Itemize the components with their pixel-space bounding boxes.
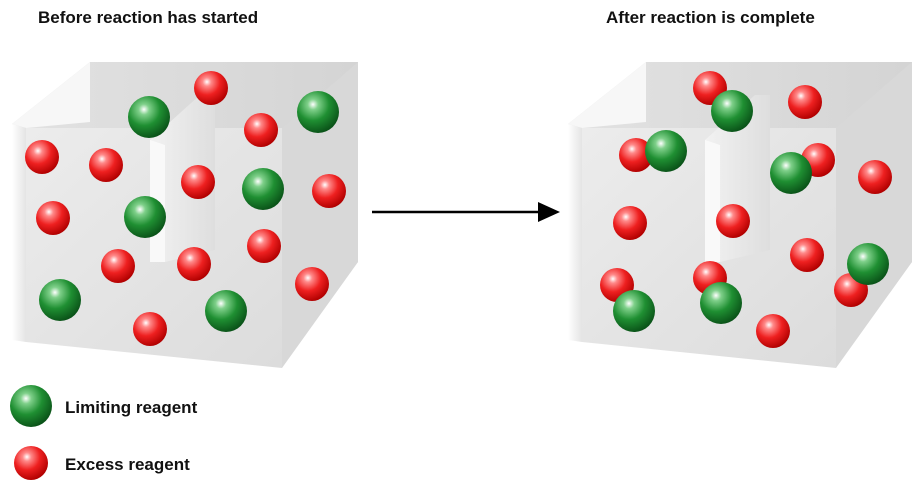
excess-reagent-molecule	[613, 206, 647, 240]
excess-reagent-molecule	[312, 174, 346, 208]
limiting-reagent-molecule	[711, 90, 753, 132]
limiting-reagent-molecule	[770, 152, 812, 194]
limiting-reagent-molecule	[297, 91, 339, 133]
excess-reagent-molecule	[858, 160, 892, 194]
legend	[10, 385, 52, 480]
excess-reagent-molecule	[790, 238, 824, 272]
excess-reagent-molecule	[101, 249, 135, 283]
reaction-arrow	[372, 202, 560, 222]
excess-reagent-molecule	[244, 113, 278, 147]
excess-reagent-molecule	[177, 247, 211, 281]
after-panel-title: After reaction is complete	[606, 8, 815, 27]
legend-limiting-label: Limiting reagent	[65, 398, 198, 417]
box-top-edge	[12, 62, 90, 128]
excess-reagent-molecule	[133, 312, 167, 346]
excess-reagent-molecule	[756, 314, 790, 348]
legend-excess-label: Excess reagent	[65, 455, 190, 474]
limiting-reagent-molecule	[613, 290, 655, 332]
excess-reagent-molecule	[181, 165, 215, 199]
box-top-edge	[568, 62, 646, 128]
excess-reagent-molecule	[194, 71, 228, 105]
limiting-reagent-molecule	[124, 196, 166, 238]
before-molecules	[25, 71, 346, 346]
excess-reagent-molecule	[619, 138, 653, 172]
excess-reagent-molecule	[36, 201, 70, 235]
excess-reagent-molecule	[89, 148, 123, 182]
limiting-reagent-molecule	[242, 168, 284, 210]
excess-reagent-molecule	[25, 140, 59, 174]
box-inner-edge	[705, 140, 720, 262]
limiting-reagent-molecule	[700, 282, 742, 324]
limiting-reagent-molecule	[645, 130, 687, 172]
excess-reagent-molecule	[295, 267, 329, 301]
legend-excess-icon	[14, 446, 48, 480]
limiting-reagent-molecule	[847, 243, 889, 285]
excess-reagent-molecule	[788, 85, 822, 119]
excess-reagent-molecule	[716, 204, 750, 238]
limiting-reagent-molecule	[205, 290, 247, 332]
box-left-wall	[12, 124, 26, 342]
before-panel-title: Before reaction has started	[38, 8, 259, 27]
box-left-wall	[568, 124, 582, 342]
after-molecules	[600, 71, 892, 348]
legend-limiting-icon	[10, 385, 52, 427]
limiting-reagent-molecule	[39, 279, 81, 321]
excess-reagent-molecule	[247, 229, 281, 263]
limiting-reagent-molecule	[128, 96, 170, 138]
